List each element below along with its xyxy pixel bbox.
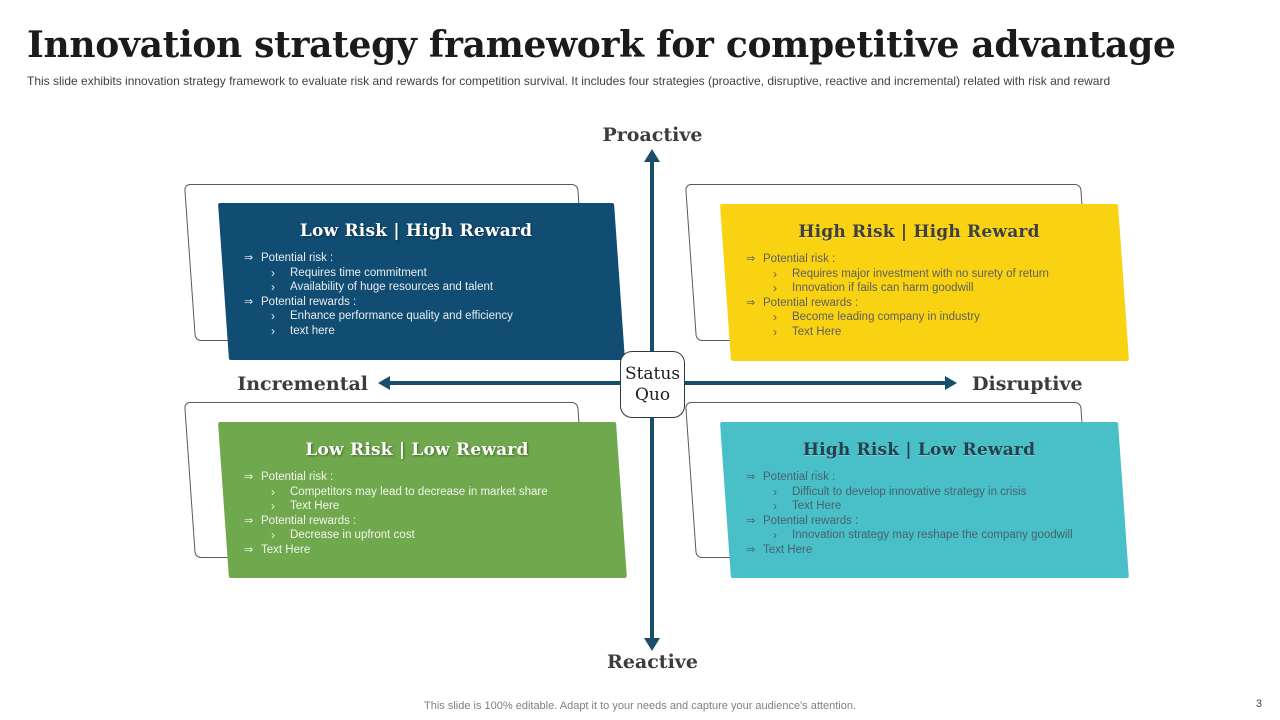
quadrant-high-risk-high-reward: High Risk | High Reward ⇒ Potential risk …: [720, 204, 1129, 361]
chevron-bullet-icon: ›: [271, 323, 275, 338]
quadrant-title: Low Risk | Low Reward: [305, 440, 529, 460]
double-arrow-bullet-icon: ⇒: [244, 543, 254, 556]
bullet-item: › Availability of huge resources and tale…: [271, 280, 614, 295]
quadrant-bullet-list: ⇒Potential risk :›Competitors may lead t…: [218, 470, 616, 557]
bullet-item: ⇒ Potential risk :: [244, 251, 614, 266]
bullet-text: Innovation if fails can harm goodwill: [792, 282, 974, 294]
double-arrow-bullet-icon: ⇒: [746, 471, 756, 483]
chevron-bullet-icon: ›: [773, 528, 777, 542]
page-subtitle: This slide exhibits innovation strategy …: [27, 74, 1111, 88]
bullet-text: Text Here: [763, 543, 813, 556]
bullet-text: Potential risk :: [763, 253, 836, 265]
bullet-item: › Become leading company in industry: [773, 310, 1118, 325]
page-title: Innovation strategy framework for compet…: [27, 24, 1176, 66]
status-quo-box: Status Quo: [620, 351, 685, 418]
arrow-up-icon: [644, 149, 660, 162]
axis-label-proactive: Proactive: [602, 124, 703, 146]
chevron-bullet-icon: ›: [271, 528, 275, 542]
bullet-text: Potential rewards :: [261, 514, 357, 527]
chevron-bullet-icon: ›: [773, 266, 777, 281]
double-arrow-bullet-icon: ⇒: [244, 252, 254, 264]
bullet-text: Text Here: [290, 500, 340, 512]
bullet-text: Become leading company in industry: [792, 311, 980, 323]
bullet-text: text here: [290, 324, 335, 337]
footer-note: This slide is 100% editable. Adapt it to…: [424, 700, 856, 712]
bullet-item: ⇒ Potential risk :: [244, 470, 616, 485]
quadrant-title: High Risk | Low Reward: [802, 440, 1036, 460]
chevron-bullet-icon: ›: [271, 484, 275, 499]
bullet-text: Requires time commitment: [290, 266, 427, 279]
bullet-text: Potential risk :: [261, 252, 334, 264]
bullet-item: › Requires major investment with no suret…: [773, 267, 1118, 282]
bullet-item: › Text Here: [773, 325, 1118, 340]
chevron-bullet-icon: ›: [271, 309, 275, 323]
bullet-text: Potential risk :: [763, 471, 836, 483]
chevron-bullet-icon: ›: [773, 484, 777, 499]
bullet-item: › Competitors may lead to decrease in mar…: [271, 485, 616, 500]
bullet-text: Decrease in upfront cost: [290, 529, 415, 541]
quadrant-title: Low Risk | High Reward: [299, 221, 533, 241]
bullet-item: › text here: [271, 324, 614, 339]
axis-label-incremental: Incremental: [237, 373, 368, 395]
bullet-item: › Innovation strategy may reshape the com…: [773, 528, 1118, 543]
bullet-text: Difficult to develop innovative strategy…: [792, 485, 1027, 498]
chevron-bullet-icon: ›: [271, 265, 275, 280]
double-arrow-bullet-icon: ⇒: [746, 514, 756, 527]
bullet-text: Potential rewards :: [763, 296, 859, 309]
quadrant-bullet-list: ⇒Potential risk :›Difficult to develop i…: [720, 470, 1118, 557]
bullet-item: ⇒ Potential rewards :: [244, 295, 614, 310]
bullet-text: Availability of huge resources and talen…: [290, 281, 494, 293]
quadrant-low-risk-high-reward: Low Risk | High Reward ⇒ Potential risk :…: [218, 203, 625, 360]
bullet-text: Potential rewards :: [763, 514, 859, 527]
double-arrow-bullet-icon: ⇒: [244, 471, 254, 483]
chevron-bullet-icon: ›: [271, 499, 275, 513]
chevron-bullet-icon: ›: [773, 310, 777, 324]
bullet-text: Text Here: [792, 500, 842, 512]
double-arrow-bullet-icon: ⇒: [244, 295, 254, 308]
bullet-item: ⇒ Potential rewards :: [244, 514, 616, 529]
bullet-text: Competitors may lead to decrease in mark…: [290, 485, 548, 498]
quadrant-title: High Risk | High Reward: [798, 222, 1040, 242]
bullet-item: › Enhance performance quality and efficie…: [271, 309, 614, 324]
quadrant-bullet-list: ⇒Potential risk :›Requires major investm…: [720, 252, 1118, 339]
double-arrow-bullet-icon: ⇒: [746, 296, 756, 309]
bullet-item: ⇒ Potential risk :: [746, 470, 1118, 485]
double-arrow-bullet-icon: ⇒: [244, 514, 254, 527]
arrow-left-icon: [378, 376, 390, 390]
bullet-item: › Difficult to develop innovative strateg…: [773, 485, 1118, 500]
bullet-item: › Text Here: [773, 499, 1118, 514]
bullet-text: Potential rewards :: [261, 295, 357, 308]
double-arrow-bullet-icon: ⇒: [746, 253, 756, 265]
bullet-item: › Innovation if fails can harm goodwill: [773, 281, 1118, 296]
bullet-item: › Decrease in upfront cost: [271, 528, 616, 543]
chevron-bullet-icon: ›: [773, 281, 777, 295]
bullet-text: Innovation strategy may reshape the comp…: [792, 529, 1073, 541]
bullet-text: Potential risk :: [261, 471, 334, 483]
page-number: 3: [1255, 698, 1262, 710]
quadrant-high-risk-low-reward: High Risk | Low Reward ⇒ Potential risk :…: [720, 422, 1129, 578]
chevron-bullet-icon: ›: [773, 324, 777, 339]
chevron-bullet-icon: ›: [271, 280, 275, 294]
bullet-text: Enhance performance quality and efficien…: [290, 310, 513, 322]
bullet-text: Text Here: [261, 543, 311, 556]
bullet-item: ⇒ Potential risk :: [746, 252, 1118, 267]
arrow-right-icon: [945, 376, 957, 390]
bullet-item: › Requires time commitment: [271, 266, 614, 281]
bullet-item: › Text Here: [271, 499, 616, 514]
axis-label-disruptive: Disruptive: [972, 373, 1083, 395]
bullet-item: ⇒ Potential rewards :: [746, 514, 1118, 529]
bullet-item: ⇒ Text Here: [746, 543, 1118, 558]
arrow-down-icon: [644, 638, 660, 651]
quadrant-bullet-list: ⇒Potential risk :›Requires time commitme…: [218, 251, 614, 338]
double-arrow-bullet-icon: ⇒: [746, 543, 756, 556]
chevron-bullet-icon: ›: [773, 499, 777, 513]
quadrant-low-risk-low-reward: Low Risk | Low Reward ⇒Potential risk :›…: [218, 422, 627, 578]
status-quo-label: Status Quo: [624, 363, 681, 405]
bullet-item: ⇒ Potential rewards :: [746, 296, 1118, 311]
bullet-text: Requires major investment with no surety…: [792, 267, 1049, 280]
axis-label-reactive: Reactive: [607, 651, 698, 673]
bullet-text: Text Here: [792, 325, 842, 338]
bullet-item: ⇒ Text Here: [244, 543, 616, 558]
